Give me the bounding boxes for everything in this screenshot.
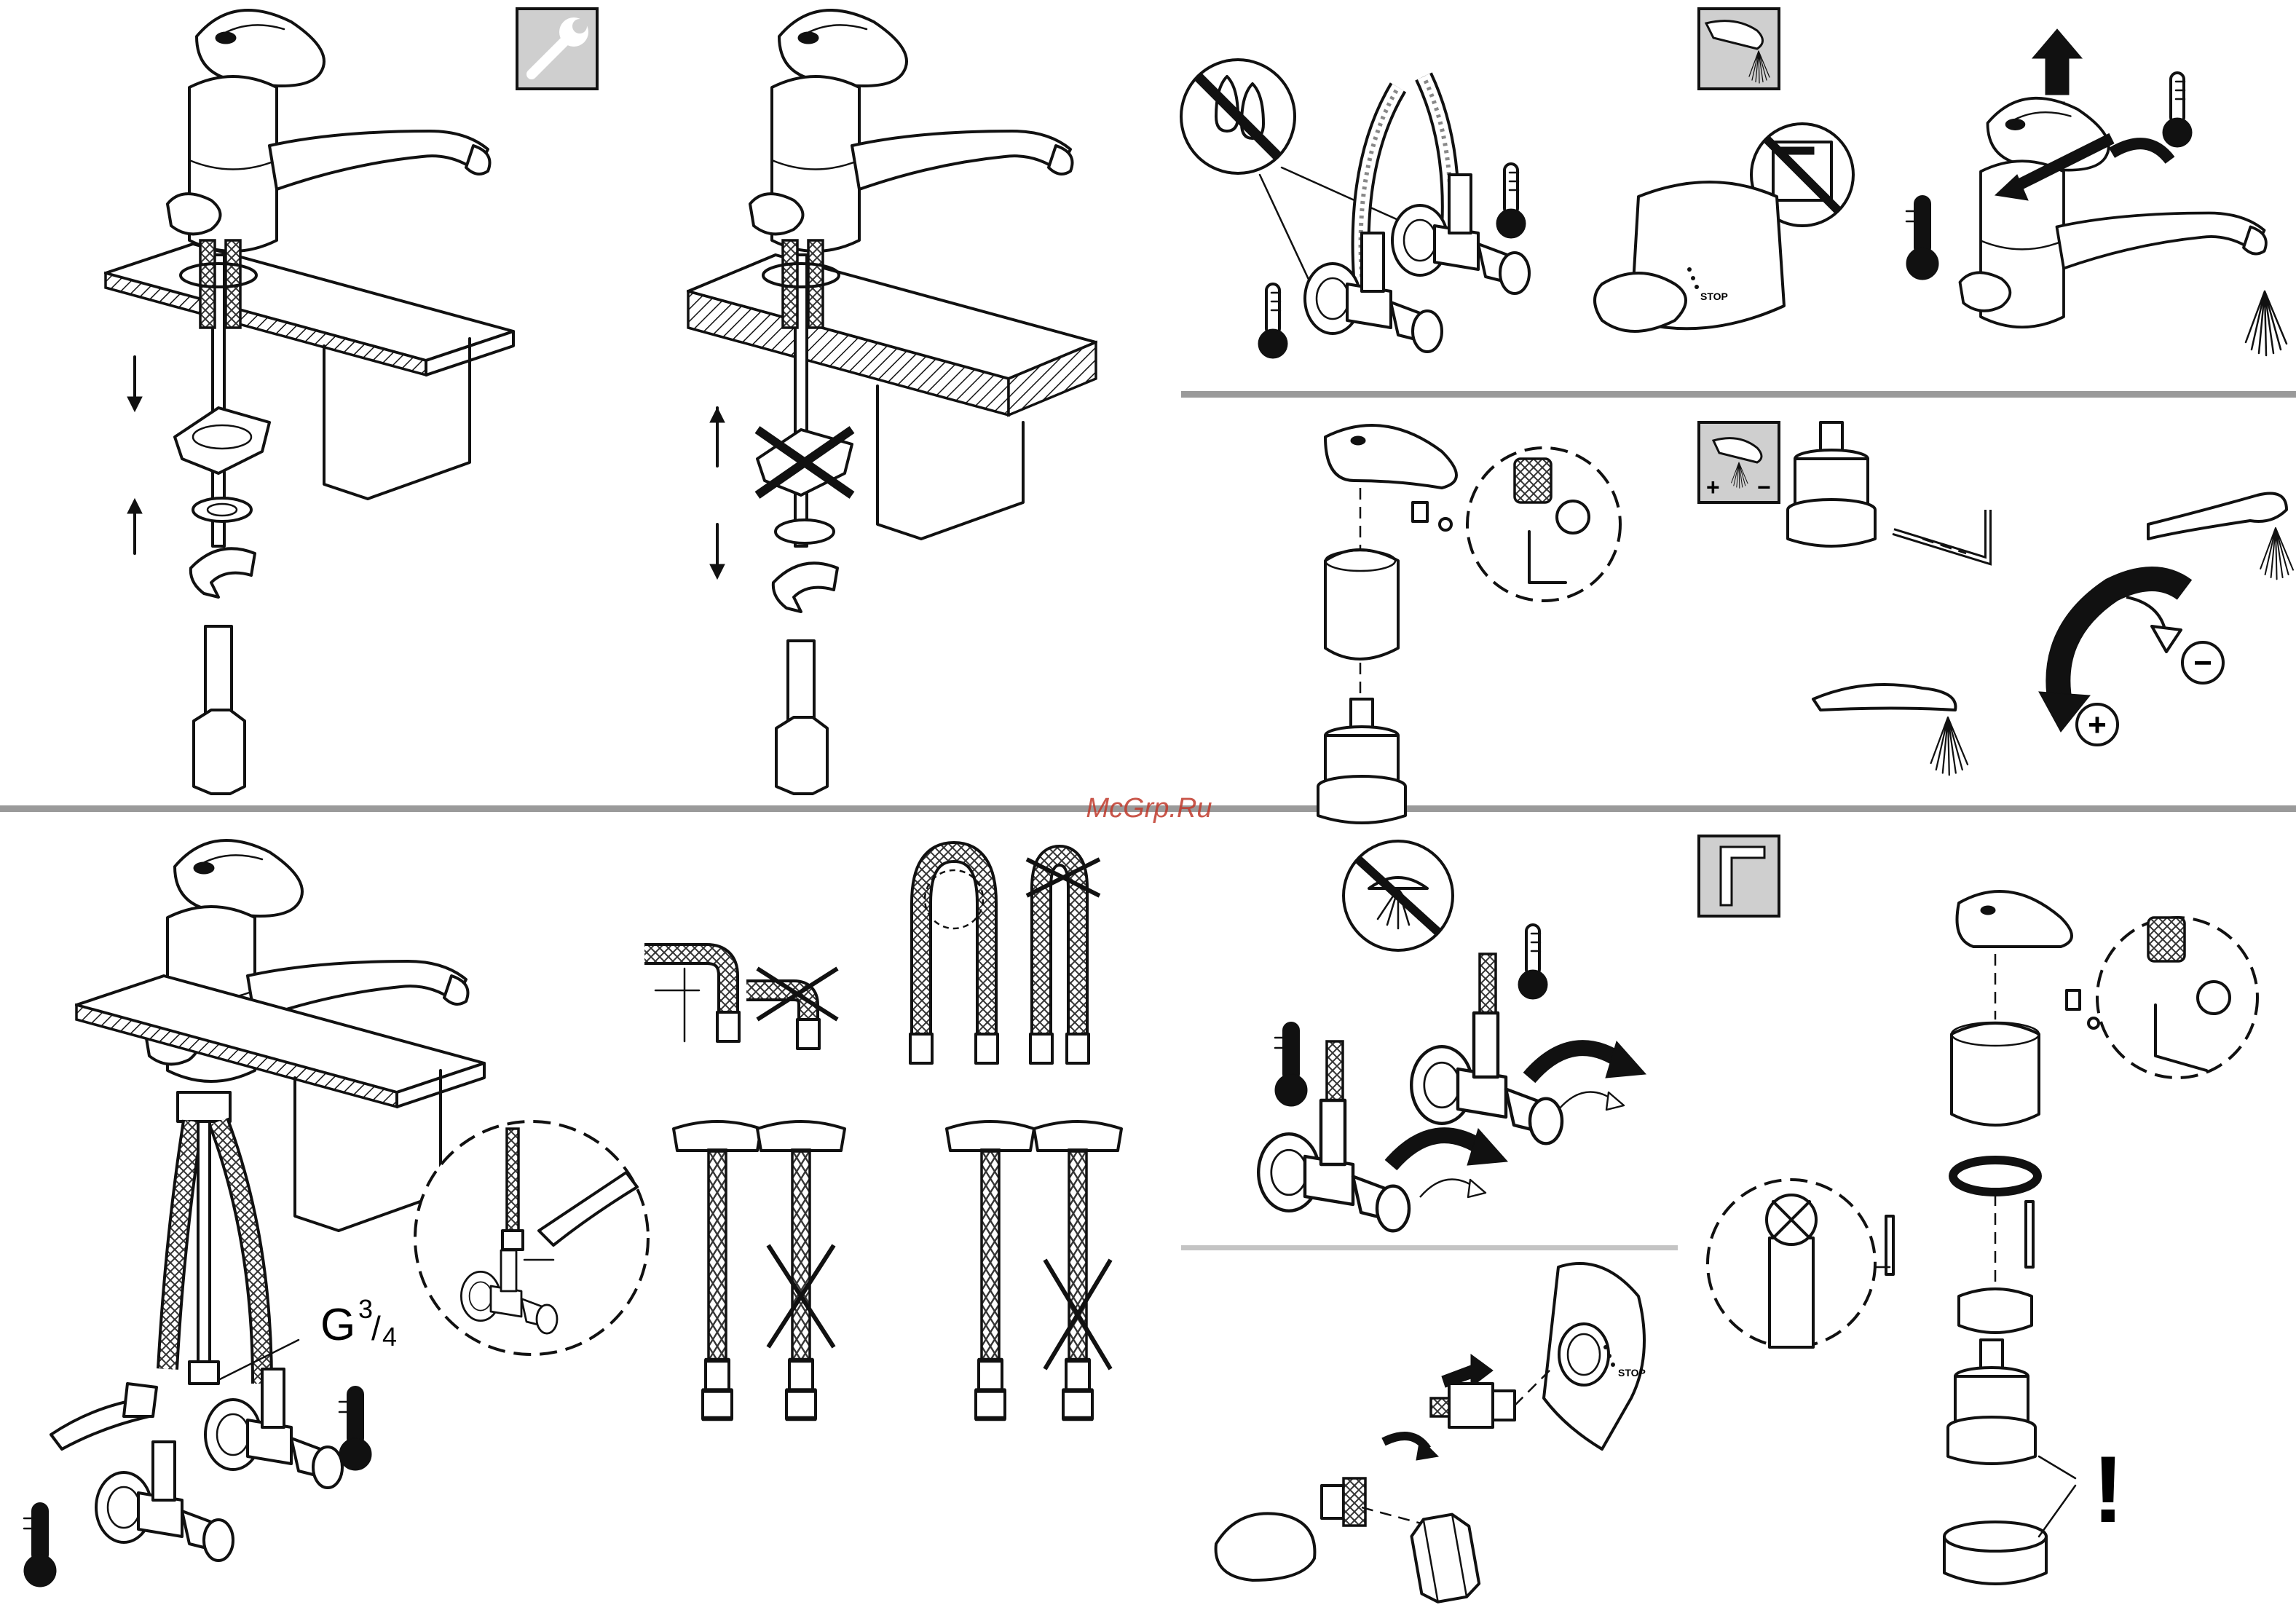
- faucet-illustration-2: [750, 10, 1073, 251]
- panel-install-thin-sink: [106, 9, 597, 794]
- cartridge-2: [1788, 422, 1875, 546]
- panel-flow-limit: STOP: [1595, 9, 1853, 331]
- sink-edge-3: [76, 976, 484, 1231]
- cartridge-3: [1948, 1340, 2035, 1464]
- panel-hose-connection: G 3 / 4: [24, 840, 648, 1587]
- thermometer-cold-icon-2: [2163, 73, 2192, 147]
- minus-sign: −: [1757, 474, 1771, 500]
- plus-sign-2: +: [2088, 707, 2107, 743]
- watermark: McGrp.Ru: [1086, 793, 1212, 824]
- open-arrow-2: [1529, 1041, 1646, 1078]
- sink-edge: [106, 244, 513, 499]
- faucet-spray-icon: [1699, 9, 1779, 89]
- thread-label-sub: 4: [382, 1322, 397, 1352]
- hex-key-icon: [1699, 836, 1779, 916]
- angle-valve-hot-4: [1258, 1100, 1409, 1231]
- panel-lever-operation: [1906, 29, 2287, 355]
- no-water-drops-icon: [1181, 60, 1295, 173]
- angle-valve-hot-3: [205, 1369, 342, 1488]
- thermometer-cold-icon-3: [24, 1504, 56, 1587]
- hex-socket: [1409, 1512, 1481, 1604]
- stop-label-2: STOP: [1618, 1367, 1646, 1379]
- thermometer-cold-icon: [1258, 284, 1287, 358]
- thread-label-slash: /: [371, 1309, 381, 1347]
- thermometer-cold-icon-4: [1518, 925, 1547, 999]
- thermometer-hot-icon-2: [1906, 197, 1938, 280]
- panel-temp-limiter: + − − +: [1318, 422, 2293, 823]
- panel-stop-cartridge: STOP: [1216, 1263, 1646, 1604]
- minus-sign-2: −: [2193, 645, 2212, 681]
- panel-open-valves: [1258, 841, 1646, 1231]
- panel-hose-bending: [644, 852, 1121, 1419]
- no-shower-icon: [1344, 841, 1453, 950]
- faucet-illustration: [167, 10, 490, 251]
- wrench-icon: [517, 9, 597, 89]
- open-arrow-1: [1391, 1129, 1507, 1165]
- thermometer-hot-icon: [1496, 164, 1526, 238]
- faucet-lever-up: [1960, 98, 2266, 327]
- thread-label-main: G: [320, 1300, 355, 1350]
- thermometer-hot-icon-3: [339, 1387, 371, 1470]
- cartridge-1: [1318, 699, 1405, 823]
- hose-twisted-1: [757, 1121, 845, 1419]
- stop-label: STOP: [1700, 291, 1728, 302]
- plus-sign: +: [1706, 474, 1720, 500]
- panel-service: !: [1699, 836, 2257, 1584]
- hose-twisted-2: [1034, 1121, 1121, 1419]
- warning-mark: !: [2092, 1436, 2123, 1542]
- hose-straight-1: [674, 1121, 761, 1419]
- divider-bottom-right: [1181, 1245, 1678, 1250]
- faucet-plus-minus-icon: + −: [1699, 422, 1779, 502]
- panel-install-thick-sink: [688, 10, 1096, 794]
- hose-straight-2: [947, 1121, 1034, 1419]
- divider-top-right: [1181, 391, 2296, 398]
- sink-edge-thick: [688, 255, 1096, 539]
- thermometer-hot-icon-4: [1275, 1023, 1307, 1106]
- panel-flushing: [1181, 60, 1529, 358]
- thread-label: G 3 / 4: [320, 1294, 397, 1352]
